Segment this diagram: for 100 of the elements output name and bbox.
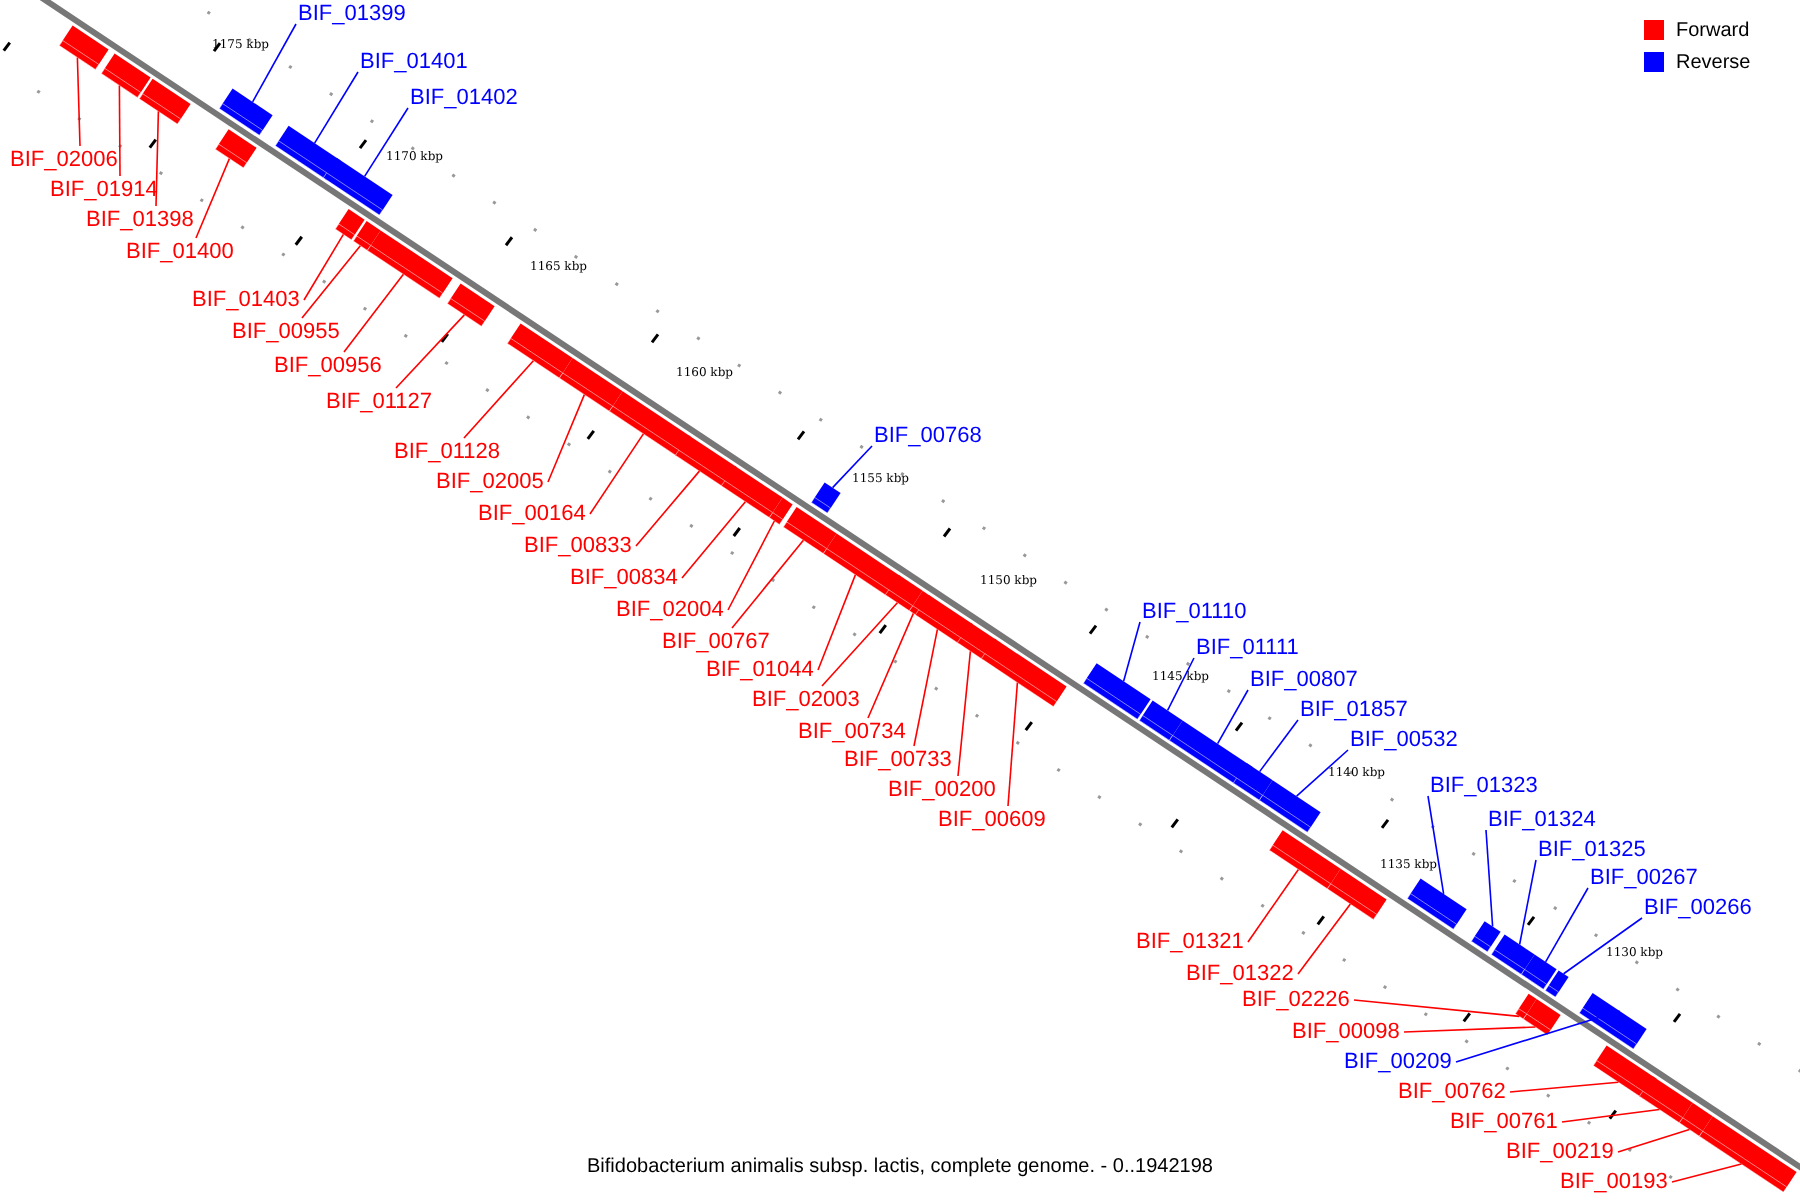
gene-label: BIF_00532 (1350, 728, 1458, 752)
leader-line (589, 433, 645, 515)
gene-block (58, 25, 109, 70)
gene-block (1406, 878, 1467, 930)
gene-label: BIF_01398 (86, 208, 194, 232)
leader-line (1166, 657, 1195, 712)
leader-line (155, 110, 160, 207)
gene-label: BIF_00761 (1450, 1110, 1558, 1134)
gene-block (1522, 999, 1561, 1036)
gene-block (1138, 700, 1183, 741)
gene-label: BIF_00733 (844, 748, 952, 772)
leader-line (463, 359, 535, 439)
gene-block (1592, 1045, 1657, 1100)
gene-block (366, 230, 453, 299)
leader-line (635, 470, 701, 547)
gene-block (218, 88, 273, 136)
gene-block (1268, 830, 1341, 890)
gene-label: BIF_01402 (410, 86, 518, 110)
leader-line (681, 500, 747, 579)
legend-label: Forward (1676, 20, 1750, 42)
gene-block (1544, 970, 1569, 998)
leader-line (1617, 1128, 1691, 1153)
gene-label: BIF_00833 (524, 534, 632, 558)
gene-block (822, 533, 901, 597)
legend-label: Reverse (1676, 52, 1751, 74)
gene-block (1490, 934, 1535, 975)
leader-line (1427, 795, 1445, 895)
gene-label: BIF_01401 (360, 50, 468, 74)
leader-line (867, 612, 915, 719)
leader-line (303, 233, 345, 301)
leader-line (301, 244, 362, 319)
gene-block (214, 129, 257, 169)
gene-block (322, 157, 393, 216)
gene-label: BIF_01128 (394, 440, 501, 464)
gene-label: BIF_01127 (326, 390, 433, 414)
gene-label: BIF_00193 (1560, 1170, 1668, 1194)
gene-block (914, 594, 973, 645)
gene-block (1258, 780, 1321, 833)
gene-label: BIF_02005 (436, 470, 544, 494)
leader-line (251, 23, 297, 103)
gene-block (1326, 868, 1387, 920)
leader-line (1561, 1108, 1661, 1123)
gene-label: BIF_00209 (1344, 1050, 1452, 1074)
gene-block (1638, 1076, 1693, 1124)
gene-block (100, 53, 151, 98)
leader-line (957, 650, 972, 777)
leader-line (76, 56, 81, 147)
gene-label: BIF_00762 (1398, 1080, 1506, 1104)
gene-block (608, 391, 691, 457)
gene-block (506, 323, 573, 379)
gene-block (274, 125, 341, 181)
gene-label: BIF_01400 (126, 240, 234, 264)
gene-block (1082, 663, 1151, 720)
gene-block (782, 507, 837, 555)
gene-label: BIF_00609 (938, 808, 1046, 832)
gene-block (558, 358, 623, 412)
gene-label: BIF_01322 (1186, 962, 1294, 986)
gene-label: BIF_00834 (570, 566, 678, 590)
leader-line (1297, 903, 1352, 975)
gene-block (884, 574, 923, 612)
gene-label: BIF_01399 (298, 2, 406, 26)
gene-label: BIF_01403 (192, 288, 300, 312)
leader-line (913, 628, 939, 747)
gene-label: BIF_00267 (1590, 866, 1698, 890)
gene-label: BIF_00164 (478, 502, 586, 526)
leader-line (1122, 621, 1141, 682)
leader-line (1518, 859, 1537, 946)
leader-line (313, 71, 359, 144)
gene-label: BIF_02003 (752, 688, 860, 712)
leader-line (831, 445, 873, 489)
gene-label: BIF_00098 (1292, 1020, 1400, 1044)
gene-label: BIF_01914 (50, 178, 158, 202)
leader-line (1485, 829, 1494, 928)
gene-label: BIF_00807 (1250, 668, 1358, 692)
gene-block (1578, 993, 1647, 1050)
gene-block (1698, 1116, 1797, 1193)
leader-line (821, 602, 899, 687)
leader-line (1258, 719, 1299, 773)
gene-block (1514, 993, 1537, 1020)
gene-label: BIF_00219 (1506, 1140, 1614, 1164)
leader-line (1247, 868, 1300, 943)
leader-line (118, 84, 121, 177)
gene-label: BIF_01321 (1136, 930, 1244, 954)
leader-line (363, 107, 409, 178)
gene-block (446, 283, 495, 327)
caption: Bifidobacterium animalis subsp. lactis, complete genome. - 0..1942198 (587, 1156, 1213, 1178)
gene-label: BIF_01324 (1488, 808, 1596, 832)
gene-label: BIF_00767 (662, 630, 770, 654)
gene-label: BIF_00956 (274, 354, 382, 378)
gene-block (956, 622, 997, 661)
leader-line (1353, 999, 1521, 1018)
gene-block (138, 78, 191, 125)
gene-label: BIF_01044 (706, 658, 814, 682)
leader-line (1671, 1163, 1743, 1183)
leader-line (343, 273, 405, 353)
gene-block (1470, 921, 1501, 953)
leader-line (395, 314, 466, 389)
gene-label: BIF_02226 (1242, 988, 1350, 1012)
leader-line (1403, 1026, 1537, 1033)
gene-label: BIF_00734 (798, 720, 906, 744)
